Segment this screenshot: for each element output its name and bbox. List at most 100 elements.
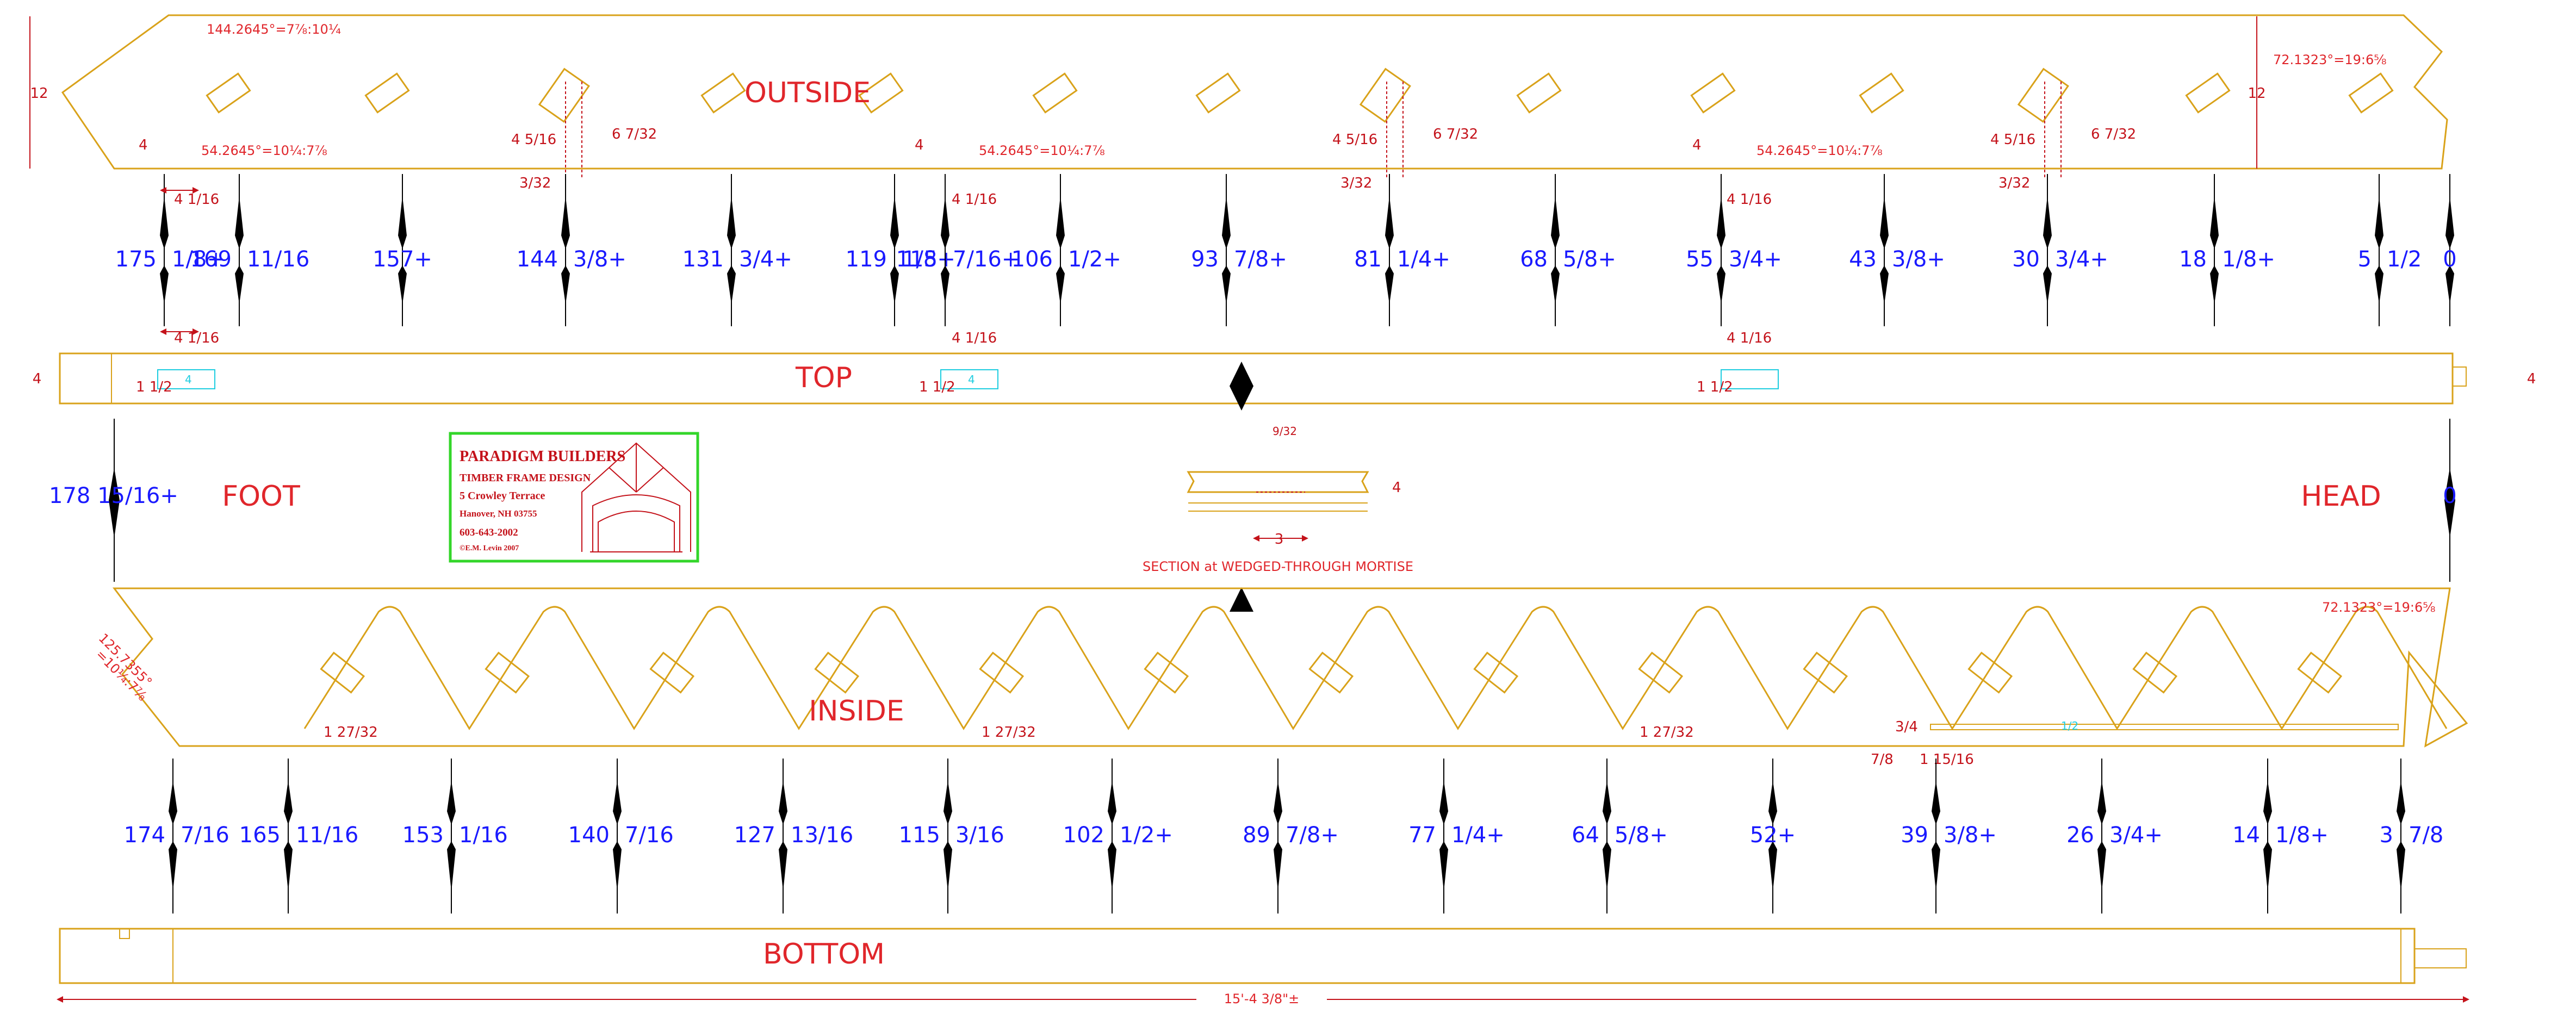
tenon-offset-dim-1: 4 5/16 — [511, 132, 556, 148]
outside-mortise — [206, 72, 251, 114]
outside-mortise — [2185, 72, 2231, 114]
inside-station-label: 3 — [2380, 823, 2393, 848]
outside-station: 55 3/4+ — [1686, 174, 1782, 326]
section-detail: 3 9/32 4 SECTION at WEDGED-THROUGH MORTI… — [1143, 425, 1413, 612]
outside-station-fraction: 3/8+ — [573, 247, 626, 272]
drop-dim-foot-b: 4 1/16 — [174, 330, 219, 346]
angle-note-brace-1: 54.2645°=10¼:7⅞ — [201, 143, 327, 158]
brace-tenon-cluster-1: 6 7/32 4 5/16 3/32 — [511, 67, 657, 191]
outside-mortise — [2348, 72, 2394, 114]
inside-station-label: 26 — [2066, 823, 2094, 848]
inside-station-label: 64 — [1572, 823, 1599, 848]
title-block-border — [449, 432, 699, 563]
inside-station: 52+ — [1750, 759, 1796, 913]
outside-station-fraction: 1/4+ — [1397, 247, 1450, 272]
inside-mortise — [649, 651, 695, 694]
outside-station-label: 157+ — [373, 247, 432, 272]
title-block: PARADIGM BUILDERS TIMBER FRAME DESIGN 5 … — [449, 432, 699, 563]
inside-station-fraction: 7/8+ — [1286, 823, 1339, 848]
outside-station-fraction: 3/4+ — [2055, 247, 2108, 272]
bottom-timber-outline — [59, 928, 2416, 984]
outside-station-label: 106 — [1011, 247, 1053, 272]
end-label-row: 178 15/16+ FOOT 0 HEAD — [49, 419, 2457, 582]
inside-station-fraction: 1/4+ — [1451, 823, 1505, 848]
foot-label: FOOT — [222, 480, 300, 513]
tb-service: TIMBER FRAME DESIGN — [460, 472, 591, 484]
outside-station-label: 18 — [2179, 247, 2207, 272]
outside-station: 157+ — [373, 174, 432, 326]
inside-station-label: 102 — [1063, 823, 1104, 848]
outside-station: 144 3/8+ — [517, 174, 626, 326]
outside-station-fraction: 3/4+ — [1729, 247, 1782, 272]
outside-face-label: OUTSIDE — [744, 77, 871, 109]
inside-station-label: 39 — [1901, 823, 1928, 848]
inside-station-fraction: 1/2+ — [1120, 823, 1173, 848]
top-station-foot: 178 15/16+ — [49, 483, 178, 508]
section-profile — [1187, 471, 1369, 493]
drop-dim-mid-a: 4 1/16 — [952, 191, 997, 208]
outside-mortise — [364, 72, 410, 114]
outside-station-label: 43 — [1849, 247, 1877, 272]
outside-station-fraction: 1/8+ — [2222, 247, 2275, 272]
outside-mortise — [1195, 72, 1241, 114]
outside-station-label: 144 — [517, 247, 558, 272]
tenon-offset-dim-2: 4 5/16 — [1332, 132, 1377, 148]
outside-station-fraction: 1/8+ — [172, 247, 225, 272]
top-frac-3: 1 1/2 — [1697, 379, 1733, 395]
inside-station-fraction: 3/4+ — [2109, 823, 2163, 848]
top-view: TOP 4 4 4 1 1/2 4 1 1/2 1 1/2 — [33, 352, 2536, 411]
tb-address2: Hanover, NH 03755 — [460, 508, 537, 519]
angle-note-top-left: 144.2645°=7⅞:10¼ — [207, 22, 341, 37]
inside-station-label: 153 — [402, 823, 444, 848]
top-station-head: 0 — [2443, 483, 2456, 508]
head-label: HEAD — [2301, 480, 2381, 513]
inside-station: 3 7/8 — [2380, 759, 2443, 913]
section-depth-dim: 4 — [1392, 480, 1401, 496]
top-mortise-1: 4 1 1/2 — [136, 369, 215, 395]
section-top-dim: 9/32 — [1273, 425, 1297, 438]
top-face-label: TOP — [795, 362, 852, 394]
outside-mortise — [1032, 72, 1078, 114]
inside-station-fraction: 7/8 — [2409, 823, 2443, 848]
inside-station: 102 1/2+ — [1063, 759, 1173, 913]
top-mortise-2: 4 1 1/2 — [919, 369, 998, 395]
inside-frac-1: 1 27/32 — [982, 724, 1036, 741]
outside-station-label: 68 — [1520, 247, 1548, 272]
brace-tenon-cluster-2: 6 7/32 4 5/16 3/32 — [1332, 67, 1478, 191]
outside-station-fraction: 7/16+ — [953, 247, 1020, 272]
inside-mortise — [814, 651, 860, 694]
inside-frac-4: 3/4 — [1895, 719, 1918, 735]
tenon-height-dim-2: 6 7/32 — [1433, 126, 1478, 142]
inside-frac-3: 1 27/32 — [1640, 724, 1694, 741]
brace-low-dim-1: 4 — [139, 137, 148, 153]
inside-frac-6: 1 15/16 — [1920, 751, 1974, 768]
inside-station: 26 3/4+ — [2066, 759, 2163, 913]
inside-station-label: 140 — [568, 823, 610, 848]
outside-station-label: 55 — [1686, 247, 1714, 272]
inside-mortise — [320, 651, 365, 694]
inside-peg-slot — [1930, 724, 2399, 730]
outside-mortise — [1859, 72, 1904, 114]
bottom-face-label: BOTTOM — [763, 938, 885, 971]
tenon-height-dim-3: 6 7/32 — [2091, 126, 2136, 142]
outside-station-fraction: 1/2 — [2387, 247, 2422, 272]
tb-copyright: ©E.M. Levin 2007 — [460, 544, 519, 552]
inside-elevation: 1/2 INSIDE 72.1323°=19:6⅝ 125.7355° =10¼… — [93, 587, 2468, 768]
tb-phone: 603-643-2002 — [460, 527, 518, 538]
tenon-height-dim-1: 6 7/32 — [612, 126, 657, 142]
outside-mortise — [1516, 72, 1562, 114]
